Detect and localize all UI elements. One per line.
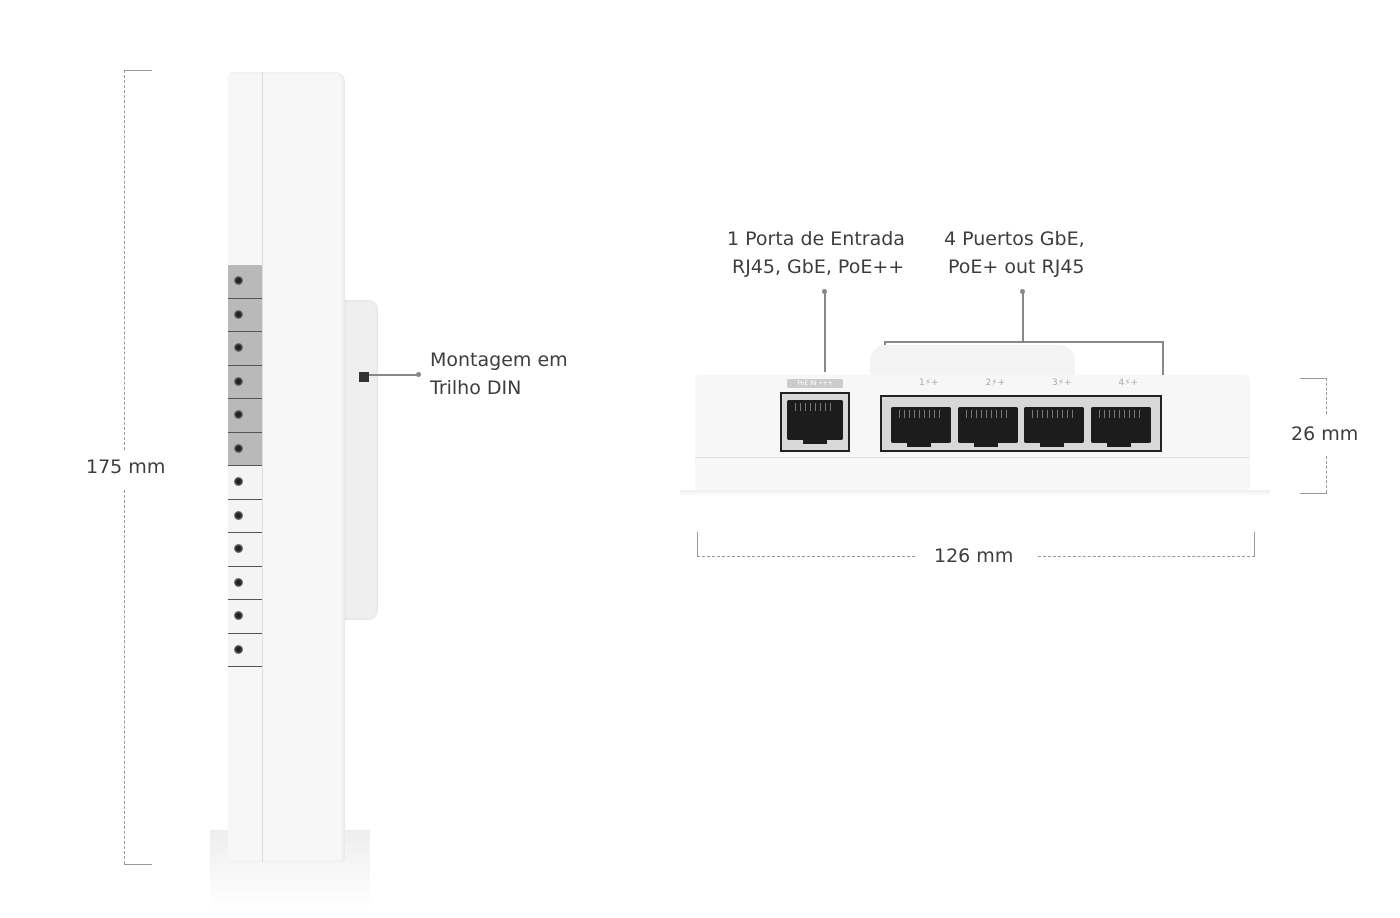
- poe-out-rj45-port-1: [891, 407, 951, 447]
- port-number-label: 3⚡+: [1052, 378, 1072, 388]
- led-slot-gray: [228, 332, 262, 366]
- hole-icon: [234, 644, 243, 654]
- din-mount-label-1: Montagem em: [430, 349, 568, 371]
- poe-outputs-label-1: 4 Puertos GbE,: [944, 228, 1085, 250]
- bracket-line: [884, 341, 1163, 343]
- dimension-tick: [124, 70, 152, 71]
- dimension-tick: [1300, 493, 1327, 494]
- led-slot-gray: [228, 298, 262, 332]
- dimension-tick: [124, 864, 152, 865]
- led-slot-gray: [228, 432, 262, 466]
- height-dimension-line: [124, 490, 125, 864]
- callout-line: [1022, 292, 1024, 342]
- poe-out-rj45-port-2: [957, 407, 1018, 447]
- poe-input-label-2: RJ45, GbE, PoE++: [732, 256, 905, 278]
- poe-outputs-label-2: PoE+ out RJ45: [948, 256, 1085, 278]
- led-slot-gray: [228, 365, 262, 399]
- height-dimension-line: [124, 70, 125, 450]
- hole-icon: [234, 343, 243, 352]
- port-number-label: 4⚡+: [1118, 378, 1139, 388]
- led-slot-white: [228, 466, 262, 500]
- hole-icon: [234, 309, 243, 319]
- dimension-tick: [1254, 532, 1255, 556]
- hole-icon: [234, 376, 243, 386]
- width-dimension-line: [1038, 556, 1255, 557]
- dimension-tick: [697, 532, 698, 556]
- port-number-label: 1⚡+: [919, 378, 939, 388]
- hole-icon: [234, 477, 243, 486]
- callout-dot: [416, 372, 421, 377]
- poe-in-rj45-port: [787, 400, 843, 444]
- hole-icon: [234, 577, 243, 587]
- poe-in-label: PoE IN ⚡++: [787, 379, 843, 388]
- depth-dimension-line: [1326, 378, 1327, 414]
- bracket-line: [1162, 341, 1164, 384]
- hole-icon: [234, 544, 243, 553]
- hole-icon: [234, 443, 243, 453]
- din-latch: [359, 372, 369, 382]
- device-seam: [262, 72, 263, 862]
- depth-dimension-label: 26 mm: [1291, 423, 1359, 445]
- width-dimension-label: 126 mm: [934, 545, 1014, 567]
- hole-icon: [234, 276, 243, 285]
- led-slot-white: [228, 633, 262, 667]
- din-rail-clip: [345, 300, 378, 620]
- poe-input-label-1: 1 Porta de Entrada: [727, 228, 905, 250]
- callout-line: [369, 374, 419, 376]
- callout-dot: [822, 289, 827, 294]
- hole-icon: [234, 410, 243, 419]
- dimension-tick: [1300, 378, 1327, 379]
- hole-icon: [234, 611, 243, 620]
- device-shadow: [680, 490, 1270, 496]
- callout-line: [824, 292, 826, 372]
- led-slot-white: [228, 499, 262, 533]
- led-slot-white: [228, 600, 262, 634]
- depth-dimension-line: [1326, 456, 1327, 493]
- led-slot-gray: [228, 399, 262, 433]
- led-slot-white: [228, 533, 262, 567]
- height-dimension-label: 175 mm: [86, 456, 166, 478]
- poe-out-rj45-port-4: [1090, 407, 1151, 447]
- device-seam: [695, 457, 1250, 458]
- callout-dot: [1020, 289, 1025, 294]
- din-mount-label-2: Trilho DIN: [430, 377, 522, 399]
- port-number-label: 2⚡+: [985, 378, 1006, 388]
- hole-icon: [234, 510, 243, 520]
- led-slot-white: [228, 566, 262, 600]
- width-dimension-line: [697, 556, 915, 557]
- led-slot-gray: [228, 265, 262, 299]
- poe-out-rj45-port-3: [1024, 407, 1084, 447]
